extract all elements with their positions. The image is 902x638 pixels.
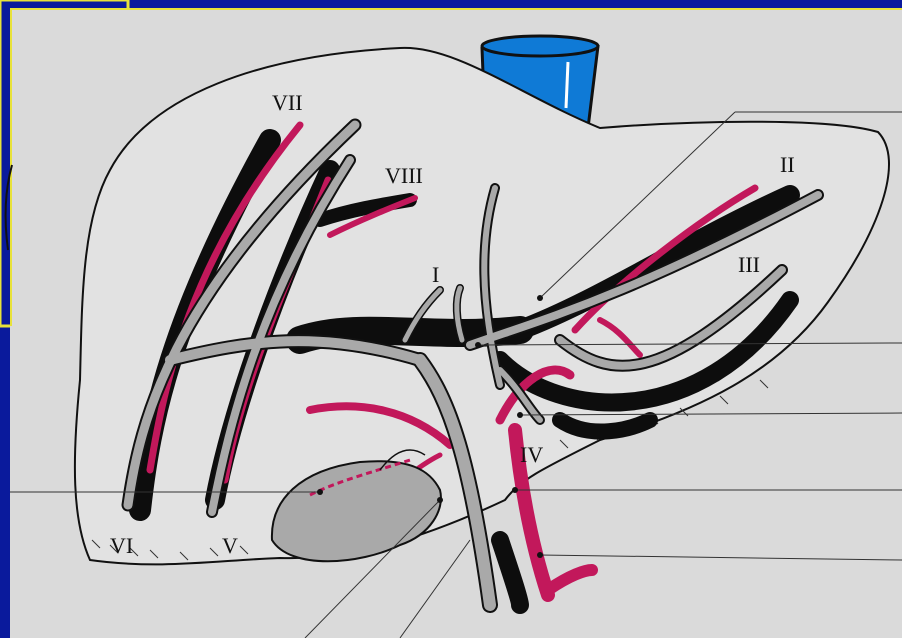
segment-label-iii: III: [738, 252, 760, 277]
segment-label-v: V: [222, 533, 238, 558]
segment-label-vi: VI: [110, 533, 133, 558]
segment-label-i: I: [432, 262, 439, 287]
segment-label-viii: VIII: [385, 163, 423, 188]
segment-label-iv: IV: [520, 442, 543, 467]
segment-label-vii: VII: [272, 90, 303, 115]
segment-label-ii: II: [780, 152, 795, 177]
